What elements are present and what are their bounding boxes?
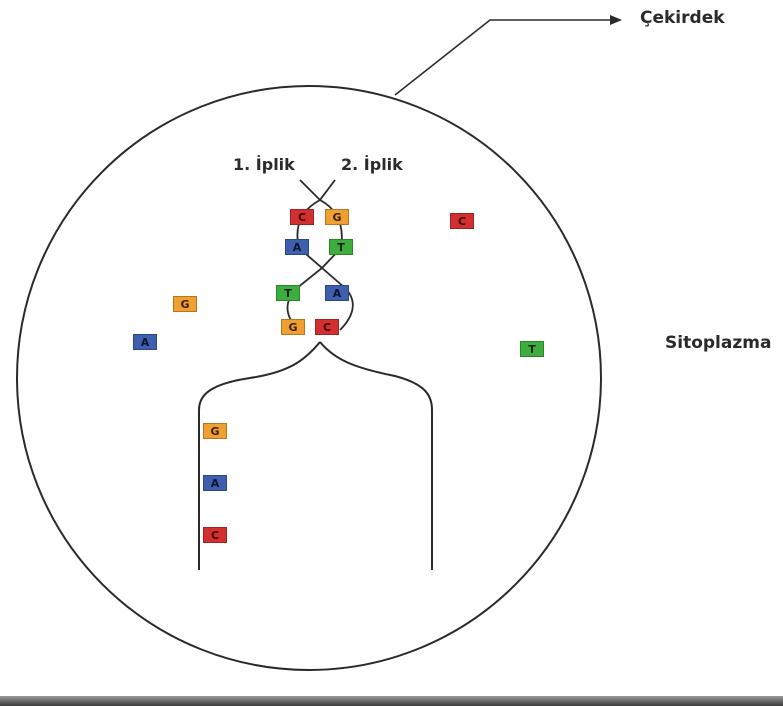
free-base-t: T xyxy=(520,341,544,357)
nucleus-pointer-arrowhead xyxy=(610,15,622,25)
fork-left-line xyxy=(198,341,321,570)
channel-base-1: G xyxy=(203,423,227,439)
nucleus-pointer-line xyxy=(394,19,615,96)
helix-base-5: T xyxy=(276,285,300,301)
strand-1-label: 1. İplik xyxy=(233,155,295,174)
nucleus-circle xyxy=(16,85,602,671)
helix-base-7: G xyxy=(281,319,305,335)
strand-left-line xyxy=(286,179,324,331)
strand-right-line xyxy=(318,179,354,331)
helix-base-8: C xyxy=(315,319,339,335)
helix-base-2: G xyxy=(325,209,349,225)
helix-base-6: A xyxy=(325,285,349,301)
helix-base-1: C xyxy=(290,209,314,225)
channel-base-3: C xyxy=(203,527,227,543)
free-base-g: G xyxy=(173,296,197,312)
free-base-c: C xyxy=(450,213,474,229)
fork-right-line xyxy=(319,341,433,570)
channel-base-2: A xyxy=(203,475,227,491)
helix-base-3: A xyxy=(285,239,309,255)
cytoplasm-label: Sitoplazma xyxy=(665,333,772,353)
bottom-shadow-bar xyxy=(0,696,783,706)
free-base-a: A xyxy=(133,334,157,350)
nucleus-label: Çekirdek xyxy=(640,8,725,28)
helix-base-4: T xyxy=(329,239,353,255)
strand-2-label: 2. İplik xyxy=(341,155,403,174)
